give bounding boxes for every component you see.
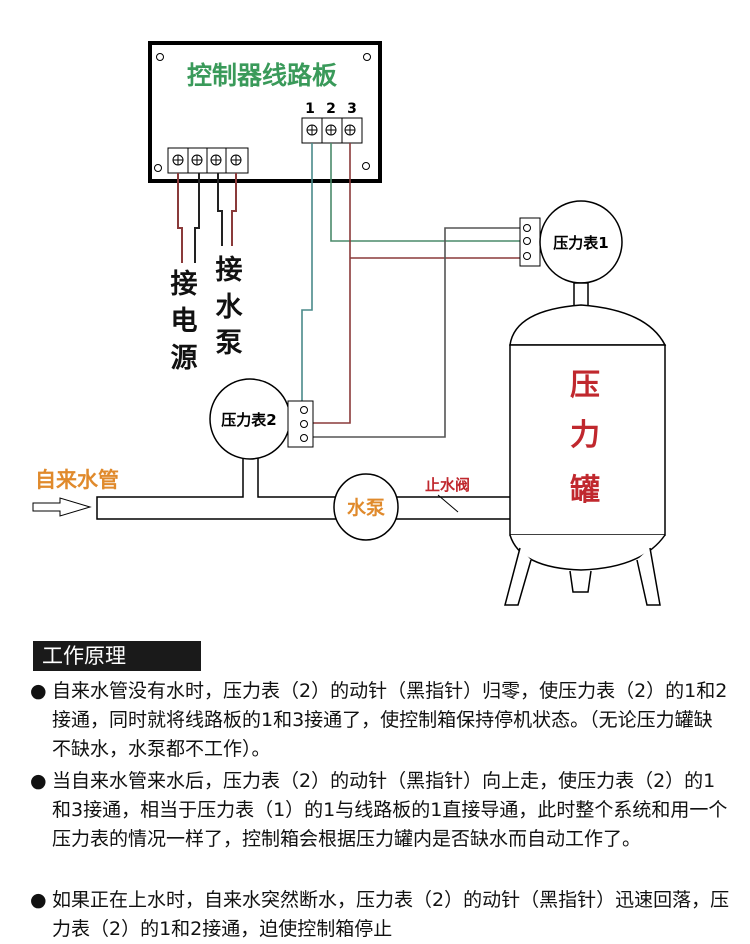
power-label-1: 接 bbox=[171, 269, 198, 300]
pressure-gauge-1: 压力表1 bbox=[519, 200, 623, 307]
principle-paragraph-2: ● 当自来水管来水后，压力表（2）的动针（黑指针）向上走，使压力表（2）的1和3… bbox=[30, 767, 730, 854]
gauge1-label: 压力表1 bbox=[553, 234, 608, 252]
principle-paragraph-1: ● 自来水管没有水时，压力表（2）的动针（黑指针）归零，使压力表（2）的1和2接… bbox=[30, 677, 730, 764]
terminal-number-1: 1 bbox=[305, 101, 315, 117]
board-title: 控制器线路板 bbox=[187, 61, 337, 90]
control-board: 控制器线路板 1 2 3 bbox=[148, 41, 382, 183]
pump-label: 水泵 bbox=[347, 497, 385, 519]
inflow-arrow-icon bbox=[32, 497, 92, 517]
gauge2-label: 压力表2 bbox=[221, 411, 276, 429]
pressure-gauge-2: 压力表2 bbox=[209, 378, 314, 460]
tank-label-1: 压 bbox=[570, 368, 600, 403]
signal-wires bbox=[301, 143, 529, 438]
pump-wire-label-3: 泵 bbox=[216, 328, 243, 359]
bullet-icon: ● bbox=[30, 680, 47, 702]
pump-wire-label-1: 接 bbox=[216, 255, 243, 286]
inlet-label: 自来水管 bbox=[35, 468, 119, 492]
wiring-diagram: 控制器线路板 1 2 3 接 电 源 接 水 泵 bbox=[32, 41, 667, 606]
paragraph-text: 自来水管没有水时，压力表（2）的动针（黑指针）归零，使压力表（2）的1和2接通，… bbox=[52, 680, 728, 760]
terminal-block-signal bbox=[301, 117, 363, 144]
bullet-icon: ● bbox=[30, 889, 47, 911]
terminal-number-3: 3 bbox=[347, 101, 357, 117]
bullet-icon: ● bbox=[30, 770, 47, 792]
water-pump: 水泵 bbox=[333, 473, 399, 541]
tank-label-3: 罐 bbox=[570, 473, 600, 508]
pump-wire-label-2: 水 bbox=[216, 292, 244, 323]
power-label-3: 源 bbox=[171, 343, 198, 374]
valve-label: 止水阀 bbox=[425, 476, 470, 494]
principle-heading: 工作原理 bbox=[33, 641, 201, 671]
tank-label-2: 力 bbox=[570, 418, 600, 453]
terminal-number-2: 2 bbox=[326, 101, 336, 117]
water-pipe bbox=[96, 458, 510, 520]
pressure-tank bbox=[504, 304, 667, 606]
paragraph-text: 如果正在上水时，自来水突然断水，压力表（2）的动针（黑指针）迅速回落，压力表（2… bbox=[52, 889, 730, 940]
power-label-2: 电 bbox=[171, 306, 198, 337]
principle-paragraph-3: ● 如果正在上水时，自来水突然断水，压力表（2）的动针（黑指针）迅速回落，压力表… bbox=[30, 886, 730, 944]
power-pump-wires bbox=[177, 173, 237, 263]
paragraph-text: 当自来水管来水后，压力表（2）的动针（黑指针）向上走，使压力表（2）的1和3接通… bbox=[52, 770, 728, 850]
terminal-block-power bbox=[167, 147, 249, 174]
